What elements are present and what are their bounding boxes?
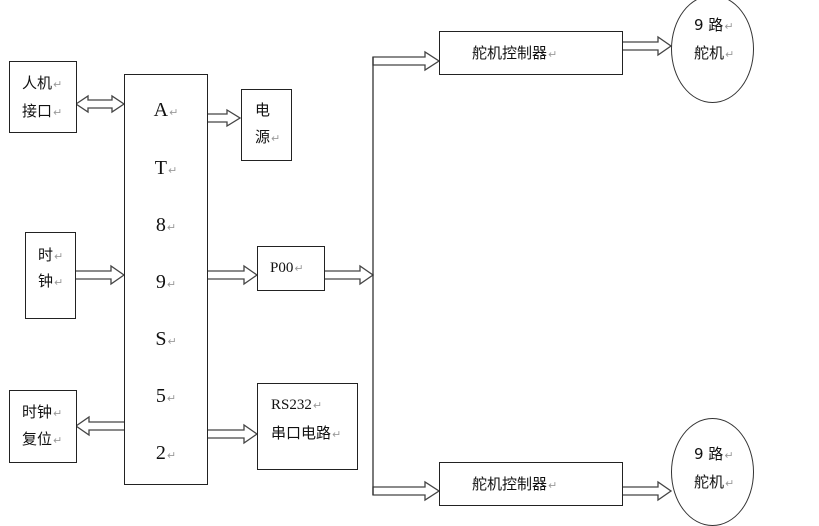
clock-block: 时↵ 钟↵ [25, 232, 76, 319]
mcu-rs232-arrow [206, 423, 259, 445]
servo-controller-bottom-label: 舵机控制器↵ [472, 475, 558, 493]
p00-bus-arrow [323, 264, 375, 286]
servo-top-label-line1: 9 路↵ [694, 16, 734, 34]
mcu-letter: T↵ [154, 157, 178, 179]
clock-reset-label-line2: 复位↵ [22, 430, 63, 448]
rs232-label-line1: RS232↵ [271, 397, 323, 413]
bus-controller-bottom-arrow [372, 480, 441, 502]
clock-mcu-arrow [74, 264, 126, 286]
power-label-line1: 电 [255, 101, 271, 119]
rs232-block: RS232↵ 串口电路↵ [257, 383, 358, 470]
rs232-label-line2: 串口电路↵ [271, 424, 342, 442]
mcu-letter: S↵ [155, 328, 177, 350]
servo-bottom-ellipse: 9 路↵ 舵机↵ [671, 418, 754, 526]
servo-controller-top-label: 舵机控制器↵ [472, 44, 558, 62]
mcu-letter: 2↵ [155, 442, 177, 464]
mcu-letter: 9↵ [155, 271, 177, 293]
hmi-block: 人机↵ 接口↵ [9, 61, 77, 133]
hmi-mcu-double-arrow [74, 94, 126, 114]
mcu-power-arrow [206, 108, 242, 128]
servo-bottom-label-line2: 舵机↵ [694, 473, 735, 491]
bus-controller-top-arrow [372, 50, 441, 72]
clock-label-line2: 钟↵ [38, 272, 64, 290]
p00-block: P00↵ [257, 246, 325, 291]
servo-controller-bottom-block: 舵机控制器↵ [439, 462, 623, 506]
hmi-label-line2: 接口↵ [22, 102, 63, 120]
block-diagram: 人机↵ 接口↵ 时↵ 钟↵ 时钟↵ 复位↵ A↵ T↵ 8↵ 9↵ S↵ 5↵ … [9, 0, 754, 526]
servo-top-ellipse: 9 路↵ 舵机↵ [671, 0, 754, 103]
clock-reset-block: 时钟↵ 复位↵ [9, 390, 77, 463]
mcu-p00-arrow [206, 264, 259, 286]
mcu-clockreset-arrow [74, 415, 126, 437]
power-block: 电 源↵ [241, 89, 292, 161]
clock-label-line1: 时↵ [38, 246, 64, 264]
clock-reset-label-line1: 时钟↵ [22, 403, 63, 421]
mcu-letter: A↵ [153, 99, 179, 121]
mcu-letter: 5↵ [155, 385, 177, 407]
mcu-letter: 8↵ [155, 214, 177, 236]
servo-controller-top-block: 舵机控制器↵ [439, 31, 623, 75]
controller-servo-top-arrow [621, 35, 673, 57]
p00-label: P00↵ [270, 260, 304, 276]
servo-bottom-label-line1: 9 路↵ [694, 445, 734, 463]
mcu-block: A↵ T↵ 8↵ 9↵ S↵ 5↵ 2↵ [124, 74, 208, 485]
servo-top-label-line2: 舵机↵ [694, 44, 735, 62]
hmi-label-line1: 人机↵ [22, 74, 63, 92]
power-label-line2: 源↵ [255, 128, 281, 146]
controller-servo-bottom-arrow [621, 480, 673, 502]
